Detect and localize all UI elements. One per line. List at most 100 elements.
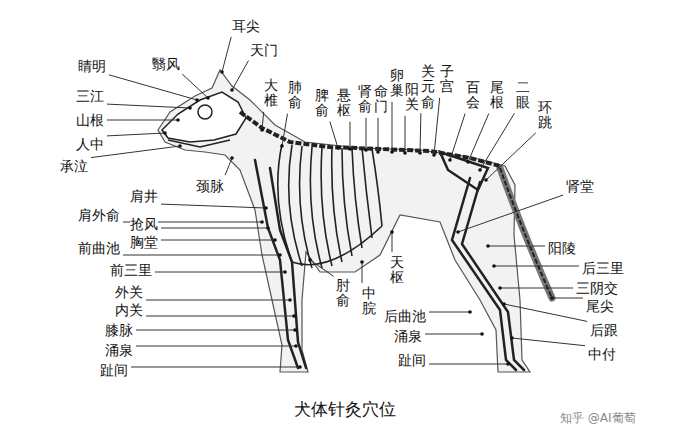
acupoint-dot: [403, 151, 407, 155]
acupoint-dot: [176, 118, 180, 122]
leader-line: [107, 120, 178, 121]
acupoint-dot: [498, 286, 502, 290]
acupoint-label: 肾俞: [358, 84, 372, 115]
acupoint-label: 子宫: [440, 64, 454, 95]
leader-line: [500, 288, 573, 289]
acupoint-dot: [195, 98, 199, 102]
acupoint-dot: [230, 88, 234, 92]
acupoint-label: 抢风: [130, 216, 158, 232]
acupoint-label: 前曲池: [78, 240, 120, 256]
leader-line: [480, 113, 514, 170]
acupoint-dot: [288, 298, 292, 302]
acupoint-label: 耳尖: [232, 18, 260, 34]
leader-line: [486, 133, 536, 180]
leader-line: [161, 240, 275, 241]
acupoint-label: 前三里: [110, 262, 152, 278]
acupoint-label: 后曲池: [384, 308, 426, 324]
leader-line: [504, 304, 587, 321]
acupoint-dot: [292, 314, 296, 318]
acupoint-dot: [432, 153, 436, 157]
watermark: 知乎 @AI葡萄: [560, 410, 636, 427]
pelvis: [440, 152, 488, 190]
leader-line: [429, 312, 470, 313]
acupoint-label: 百会: [466, 80, 480, 111]
acupoint-dot: [478, 168, 482, 172]
acupoint-label: 大椎: [264, 78, 278, 109]
acupoint-dot: [486, 244, 490, 248]
acupoint-label: 三阴交: [576, 280, 618, 296]
leader-line: [350, 122, 351, 149]
acupoint-label: 环跳: [538, 100, 552, 131]
acupoint-label: 天枢: [390, 255, 404, 286]
leader-line: [425, 334, 482, 335]
acupoint-label: 涌泉: [105, 342, 133, 358]
acupoint-label: 中脘: [362, 286, 376, 317]
acupoint-label: 睛明: [78, 58, 106, 74]
acupoint-label: 趾间: [398, 352, 426, 368]
acupoint-label: 肩外俞: [78, 207, 120, 223]
acupoint-label: 关元俞: [421, 64, 435, 110]
acupoint-label: 趾间: [100, 362, 128, 378]
tail-bone: [500, 168, 552, 298]
acupoint-label: 天门: [250, 42, 278, 58]
acupoint-dot: [206, 96, 210, 100]
acupoint-label: 翳风: [152, 56, 180, 72]
leader-line: [468, 114, 489, 163]
leader-line: [392, 232, 393, 252]
leader-line: [362, 262, 363, 283]
leader-line: [161, 204, 266, 208]
acupoint-label: 阳陵: [548, 240, 576, 256]
leader-line: [109, 75, 197, 100]
acupoint-label: 内关: [115, 302, 143, 318]
acupoint-label: 二眼: [516, 80, 530, 111]
leader-line: [146, 300, 290, 301]
leader-line: [123, 255, 280, 256]
leader-line: [458, 195, 563, 232]
acupoint-label: 外关: [115, 284, 143, 300]
acupoint-dot: [492, 264, 496, 268]
acupoint-label: 尾尖: [586, 298, 614, 314]
leader-line: [225, 158, 232, 175]
acupoint-dot: [260, 128, 264, 132]
leader-line: [222, 37, 231, 72]
acupoint-label: 肾堂: [566, 178, 594, 194]
acupoint-dot: [298, 365, 302, 369]
acupoint-label: 卵巢: [390, 68, 404, 99]
acupoint-dot: [230, 156, 234, 160]
acupoint-label: 后三里: [582, 260, 624, 276]
acupoint-dot: [163, 131, 167, 135]
acupoint-label: 三江: [76, 88, 104, 104]
eye-socket: [198, 105, 212, 119]
leader-line: [146, 316, 294, 317]
acupoint-dot: [390, 230, 394, 234]
leader-line: [155, 272, 285, 273]
acupoint-dot: [456, 230, 460, 234]
caption: 犬体针灸穴位: [294, 398, 396, 421]
acupoint-label: 肘俞: [336, 278, 350, 309]
acupoint-dot: [390, 150, 394, 154]
acupoint-dot: [308, 258, 312, 262]
acupoint-dot: [550, 296, 554, 300]
acupoint-dot: [466, 160, 470, 164]
acupoint-label: 颈脉: [196, 178, 224, 194]
leader-line: [488, 246, 545, 247]
acupoint-dot: [293, 328, 297, 332]
leader-line: [161, 228, 268, 229]
acupoint-dot: [448, 158, 452, 162]
leader-line: [330, 122, 338, 148]
leader-line: [420, 113, 422, 153]
acupoint-dot: [283, 270, 287, 274]
acupoint-label: 胸堂: [130, 234, 158, 250]
body-outline: [158, 70, 530, 372]
acupoint-dot: [178, 144, 182, 148]
leader-line: [512, 338, 585, 346]
leader-line: [392, 102, 393, 152]
acupoint-dot: [264, 206, 268, 210]
acupoint-dot: [188, 106, 192, 110]
leader-line: [232, 61, 249, 90]
acupoint-dot: [502, 302, 506, 306]
acupoint-dot: [418, 151, 422, 155]
acupoint-dot: [510, 336, 514, 340]
leader-line: [107, 133, 165, 136]
ribs: [278, 144, 382, 268]
